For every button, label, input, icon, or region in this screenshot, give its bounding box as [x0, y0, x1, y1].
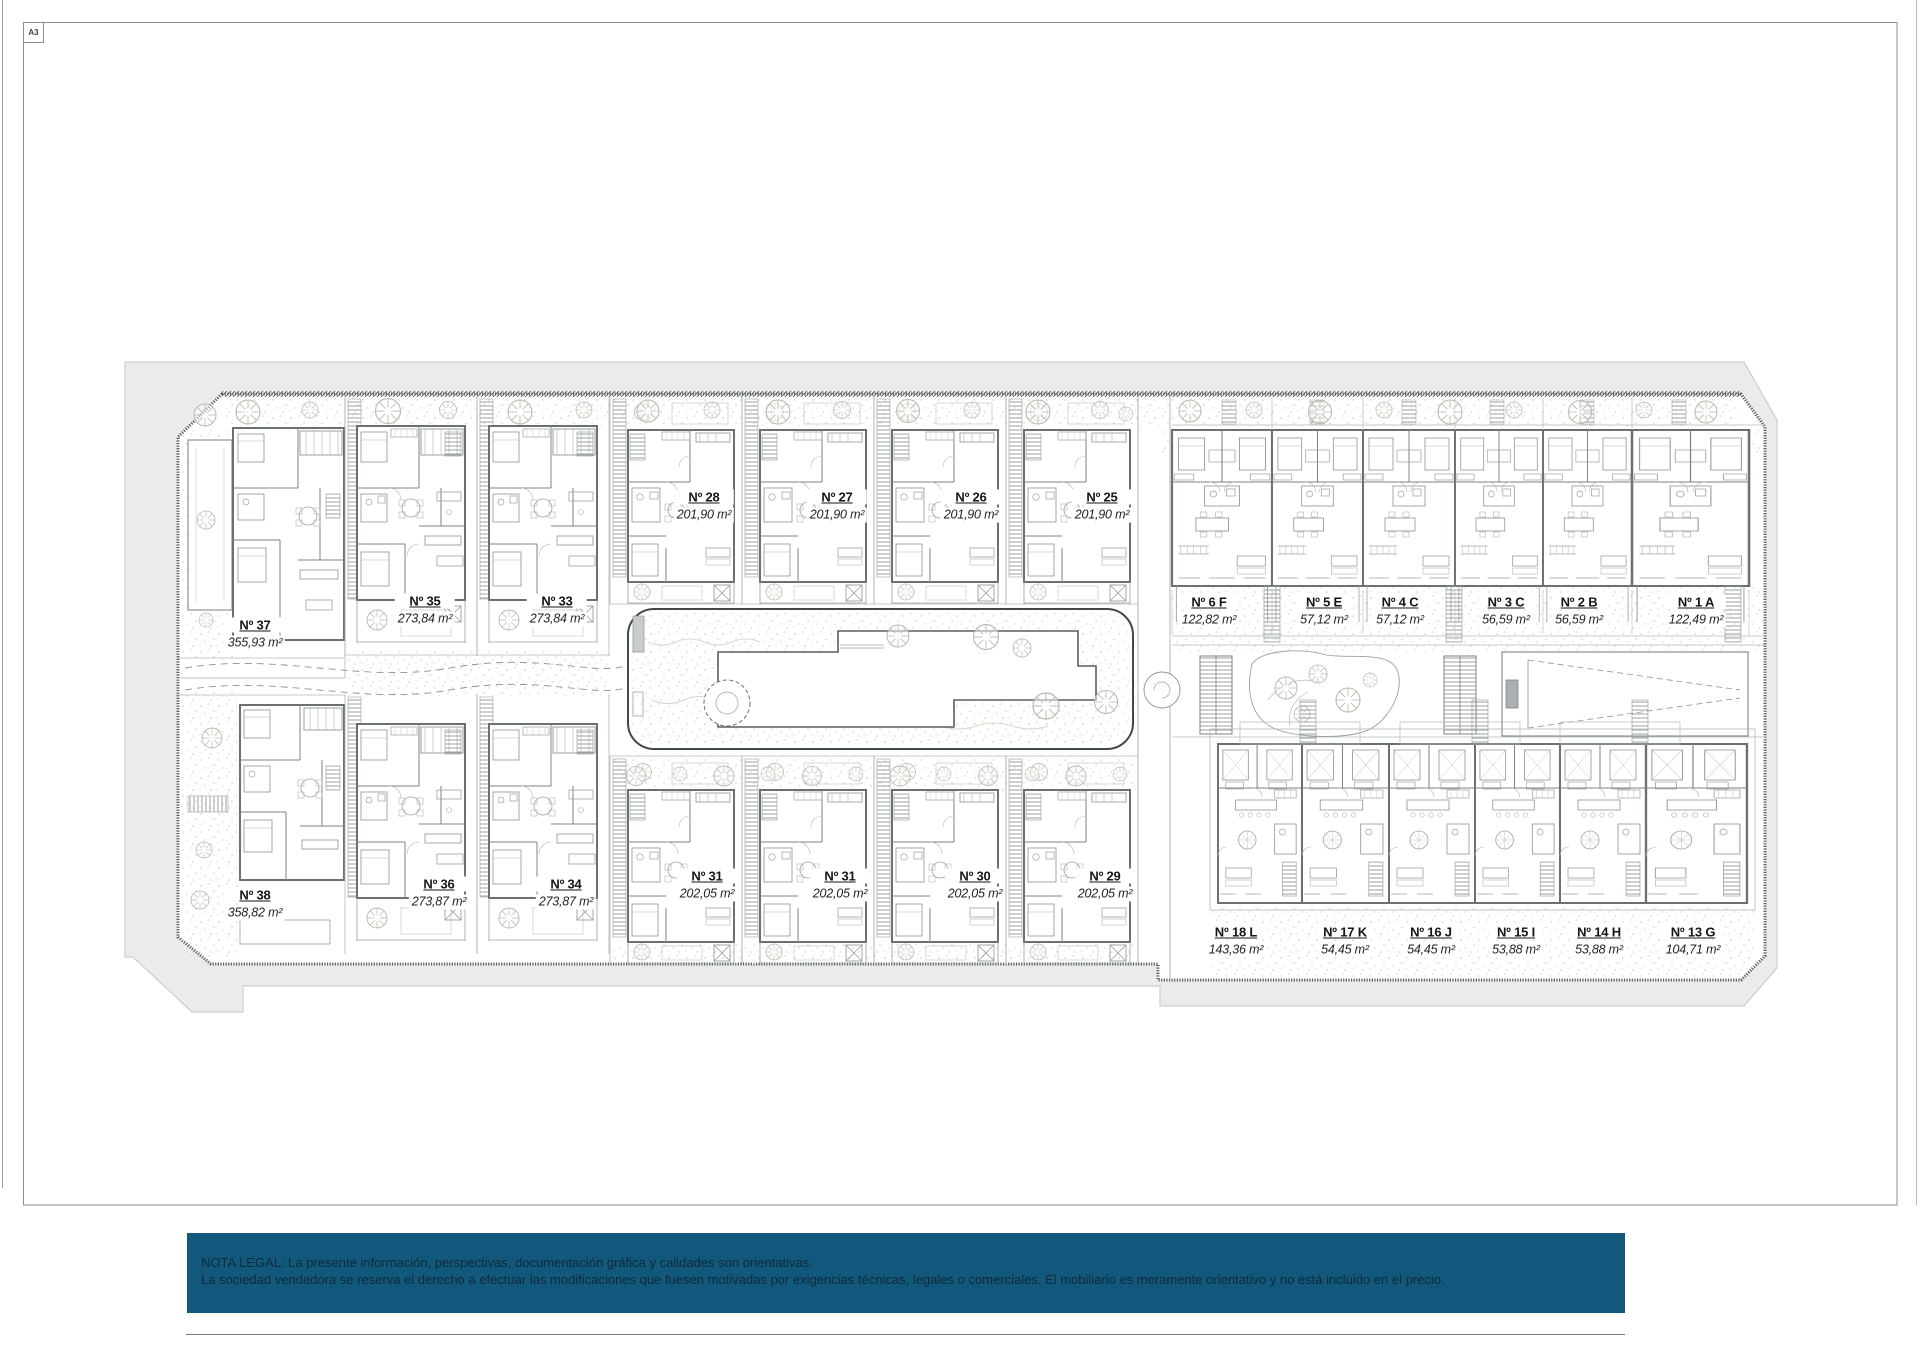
- unit-number: Nº 2 B: [1552, 594, 1606, 610]
- unit-label-30: Nº 30 202,05 m²: [944, 868, 1006, 902]
- north-hedge-band: [222, 391, 1741, 397]
- unit-label-38: Nº 38 358,82 m²: [224, 887, 286, 921]
- unit-number: Nº 37: [224, 617, 286, 633]
- unit-number: Nº 26: [940, 489, 1002, 505]
- unit-number: Nº 3 C: [1479, 594, 1533, 610]
- unit-number: Nº 16 J: [1404, 924, 1458, 940]
- unit-label-13G: Nº 13 G 104,71 m²: [1662, 924, 1724, 958]
- villa-38: [187, 704, 345, 945]
- unit-area: 273,84 m²: [394, 611, 456, 627]
- legal-note-bar: NOTA LEGAL: La presente información, per…: [187, 1233, 1625, 1313]
- unit-area: 273,84 m²: [526, 611, 588, 627]
- unit-number: Nº 34: [535, 876, 597, 892]
- unit-number: Nº 6 F: [1178, 594, 1240, 610]
- unit-area: 355,93 m²: [224, 635, 286, 651]
- unit-area: 54,45 m²: [1318, 942, 1372, 958]
- unit-label-1A: Nº 1 A 122,49 m²: [1665, 594, 1727, 628]
- unit-label-5E: Nº 5 E 57,12 m²: [1297, 594, 1351, 628]
- unit-area: 201,90 m²: [940, 507, 1002, 523]
- unit-number: Nº 29: [1074, 868, 1136, 884]
- unit-area: 202,05 m²: [676, 886, 738, 902]
- unit-label-2B: Nº 2 B 56,59 m²: [1552, 594, 1606, 628]
- unit-number: Nº 25: [1071, 489, 1133, 505]
- unit-label-28: Nº 28 201,90 m²: [673, 489, 735, 523]
- unit-label-4C: Nº 4 C 57,12 m²: [1373, 594, 1427, 628]
- unit-label-31a: Nº 31 202,05 m²: [676, 868, 738, 902]
- unit-label-37: Nº 37 355,93 m²: [224, 617, 286, 651]
- east-plaza: [1143, 644, 1765, 738]
- unit-area: 56,59 m²: [1552, 612, 1606, 628]
- unit-area: 202,05 m²: [809, 886, 871, 902]
- unit-number: Nº 38: [224, 887, 286, 903]
- west-walkway: [184, 661, 627, 696]
- unit-area: 56,59 m²: [1479, 612, 1533, 628]
- unit-area: 53,88 m²: [1572, 942, 1626, 958]
- unit-area: 122,82 m²: [1178, 612, 1240, 628]
- unit-number: Nº 35: [394, 593, 456, 609]
- unit-number: Nº 14 H: [1572, 924, 1626, 940]
- villa-37: [178, 396, 346, 696]
- unit-number: Nº 5 E: [1297, 594, 1351, 610]
- unit-area: 104,71 m²: [1662, 942, 1724, 958]
- unit-area: 201,90 m²: [1071, 507, 1133, 523]
- unit-area: 122,49 m²: [1665, 612, 1727, 628]
- unit-number: Nº 27: [806, 489, 868, 505]
- unit-label-14H: Nº 14 H 53,88 m²: [1572, 924, 1626, 958]
- unit-number: Nº 31: [676, 868, 738, 884]
- unit-number: Nº 17 K: [1318, 924, 1372, 940]
- unit-area: 201,90 m²: [673, 507, 735, 523]
- unit-area: 358,82 m²: [224, 905, 286, 921]
- unit-label-33: Nº 33 273,84 m²: [526, 593, 588, 627]
- unit-number: Nº 36: [408, 876, 470, 892]
- unit-number: Nº 1 A: [1665, 594, 1727, 610]
- unit-number: Nº 28: [673, 489, 735, 505]
- unit-label-16J: Nº 16 J 54,45 m²: [1404, 924, 1458, 958]
- unit-area: 202,05 m²: [1074, 886, 1136, 902]
- unit-area: 54,45 m²: [1404, 942, 1458, 958]
- unit-number: Nº 15 I: [1489, 924, 1543, 940]
- legal-note-line2: La sociedad vendedora se reserva el dere…: [201, 1272, 1445, 1287]
- unit-area: 201,90 m²: [806, 507, 868, 523]
- unit-area: 273,87 m²: [535, 894, 597, 910]
- unit-area: 57,12 m²: [1373, 612, 1427, 628]
- unit-label-35: Nº 35 273,84 m²: [394, 593, 456, 627]
- unit-label-36: Nº 36 273,87 m²: [408, 876, 470, 910]
- page-frame: [2, 0, 1917, 1206]
- sheet-format-label: A3: [28, 28, 39, 37]
- unit-area: 57,12 m²: [1297, 612, 1351, 628]
- unit-number: Nº 30: [944, 868, 1006, 884]
- legal-note-line1: NOTA LEGAL: La presente información, per…: [201, 1255, 813, 1270]
- unit-label-34: Nº 34 273,87 m²: [535, 876, 597, 910]
- unit-number: Nº 33: [526, 593, 588, 609]
- unit-area: 53,88 m²: [1489, 942, 1543, 958]
- unit-label-17K: Nº 17 K 54,45 m²: [1318, 924, 1372, 958]
- unit-area: 202,05 m²: [944, 886, 1006, 902]
- unit-number: Nº 13 G: [1662, 924, 1724, 940]
- unit-label-29: Nº 29 202,05 m²: [1074, 868, 1136, 902]
- apartment-block-bottom: [1209, 699, 1756, 911]
- sheet-format-box: A3: [23, 22, 44, 43]
- legal-underline-rule: [186, 1334, 1625, 1335]
- unit-label-26: Nº 26 201,90 m²: [940, 489, 1002, 523]
- unit-number: Nº 18 L: [1205, 924, 1267, 940]
- unit-label-18L: Nº 18 L 143,36 m²: [1205, 924, 1267, 958]
- unit-label-6F: Nº 6 F 122,82 m²: [1178, 594, 1240, 628]
- unit-area: 143,36 m²: [1205, 942, 1267, 958]
- unit-area: 273,87 m²: [408, 894, 470, 910]
- unit-label-3C: Nº 3 C 56,59 m²: [1479, 594, 1533, 628]
- pool-court: [627, 608, 1134, 750]
- unit-label-25: Nº 25 201,90 m²: [1071, 489, 1133, 523]
- unit-number: Nº 4 C: [1373, 594, 1427, 610]
- unit-label-31b: Nº 31 202,05 m²: [809, 868, 871, 902]
- unit-label-15I: Nº 15 I 53,88 m²: [1489, 924, 1543, 958]
- unit-label-27: Nº 27 201,90 m²: [806, 489, 868, 523]
- unit-number: Nº 31: [809, 868, 871, 884]
